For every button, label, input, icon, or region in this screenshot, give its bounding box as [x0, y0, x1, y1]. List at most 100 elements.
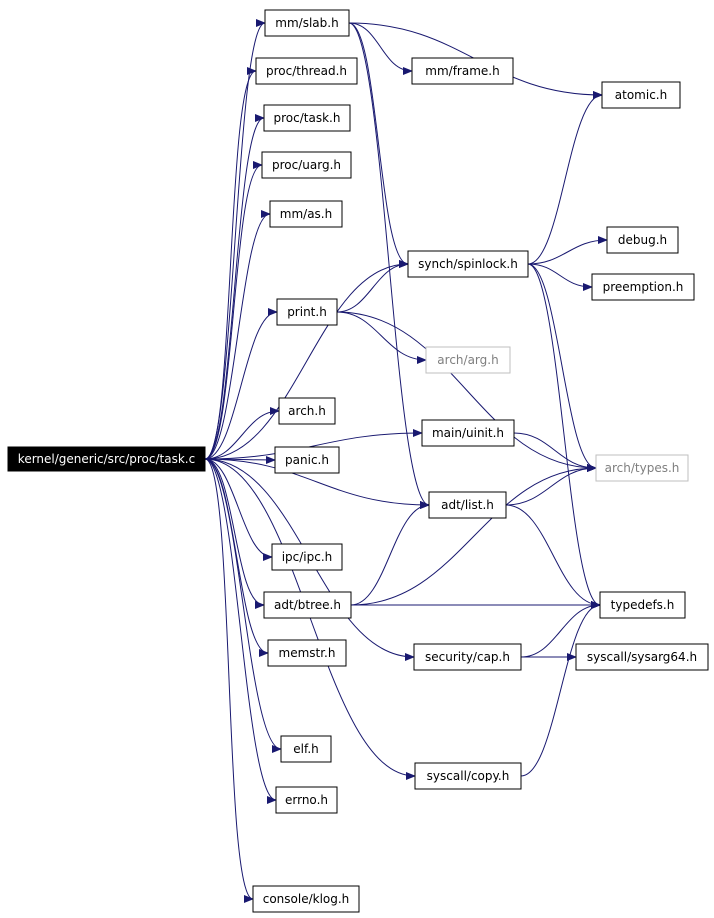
node-uinit[interactable]: main/uinit.h [421, 419, 515, 447]
node-klog[interactable]: console/klog.h [252, 885, 360, 913]
node-box-sysarg64 [575, 643, 709, 671]
node-label-spinlock: synch/spinlock.h [418, 257, 518, 271]
node-errno[interactable]: errno.h [275, 786, 338, 814]
node-box-panic [274, 446, 340, 474]
node-thread[interactable]: proc/thread.h [255, 57, 358, 85]
node-ipc[interactable]: ipc/ipc.h [271, 543, 343, 571]
node-slab[interactable]: mm/slab.h [264, 9, 350, 37]
node-box-spinlock [407, 250, 529, 278]
node-box-root [7, 446, 206, 472]
node-box-errno [275, 786, 338, 814]
edge-root-to-arch [204, 407, 280, 460]
node-as[interactable]: mm/as.h [269, 200, 343, 228]
edge-cap-to-typedefs [520, 601, 601, 658]
node-elf[interactable]: elf.h [280, 735, 332, 763]
node-label-errno: errno.h [285, 793, 328, 807]
node-box-copy [414, 762, 522, 790]
edge-print-to-spinlock [336, 260, 409, 313]
nodes-layer: kernel/generic/src/proc/task.c mm/slab.h p… [7, 9, 709, 913]
node-label-arch: arch.h [288, 404, 326, 418]
node-label-thread: proc/thread.h [266, 64, 347, 78]
node-label-print: print.h [287, 305, 327, 319]
node-box-klog [252, 885, 360, 913]
node-cap[interactable]: security/cap.h [413, 643, 522, 671]
node-argh[interactable]: arch/arg.h [425, 346, 511, 374]
node-spinlock[interactable]: synch/spinlock.h [407, 250, 529, 278]
node-box-elf [280, 735, 332, 763]
node-copy[interactable]: syscall/copy.h [414, 762, 522, 790]
node-label-ipc: ipc/ipc.h [282, 550, 333, 564]
node-typedefs[interactable]: typedefs.h [599, 591, 686, 619]
node-label-debug: debug.h [618, 233, 667, 247]
node-label-frame: mm/frame.h [425, 64, 499, 78]
node-panic[interactable]: panic.h [274, 446, 340, 474]
node-box-thread [255, 57, 358, 85]
node-box-list [428, 491, 507, 519]
node-box-debug [606, 226, 679, 254]
node-box-argh [425, 346, 511, 374]
edge-root-to-slab [204, 19, 266, 460]
node-box-as [269, 200, 343, 228]
node-box-types [595, 454, 689, 482]
node-box-uarg [261, 151, 352, 179]
node-memstr[interactable]: memstr.h [267, 639, 347, 667]
edge-root-to-list [204, 458, 430, 509]
node-sysarg64[interactable]: syscall/sysarg64.h [575, 643, 709, 671]
node-label-types: arch/types.h [605, 461, 680, 475]
edge-root-to-uarg [204, 161, 263, 460]
node-box-arch [278, 397, 336, 425]
node-label-typedefs: typedefs.h [611, 598, 675, 612]
node-label-slab: mm/slab.h [275, 16, 338, 30]
edge-spinlock-to-atomic [527, 91, 603, 265]
edge-slab-to-frame [348, 22, 413, 75]
edge-slab-to-spinlock [348, 22, 409, 268]
edge-root-to-elf [204, 458, 282, 753]
edge-root-to-memstr [204, 458, 269, 657]
node-box-preemption [591, 273, 695, 301]
node-debug[interactable]: debug.h [606, 226, 679, 254]
edge-root-to-print [204, 308, 278, 460]
node-label-atomic: atomic.h [615, 88, 667, 102]
node-label-task: proc/task.h [274, 111, 341, 125]
edge-print-to-types [336, 311, 597, 472]
node-box-btree [263, 591, 352, 619]
node-types[interactable]: arch/types.h [595, 454, 689, 482]
edge-list-to-types [505, 464, 597, 506]
node-label-klog: console/klog.h [263, 892, 350, 906]
edge-uinit-to-types [513, 432, 597, 472]
node-label-elf: elf.h [293, 742, 319, 756]
edge-btree-to-types [350, 464, 597, 606]
edge-root-to-btree [204, 458, 265, 609]
node-label-copy: syscall/copy.h [427, 769, 510, 783]
node-label-btree: adt/btree.h [274, 598, 341, 612]
node-list[interactable]: adt/list.h [428, 491, 507, 519]
node-print[interactable]: print.h [276, 298, 338, 326]
node-arch[interactable]: arch.h [278, 397, 336, 425]
node-box-uinit [421, 419, 515, 447]
edge-copy-to-typedefs [520, 601, 601, 777]
edge-root-to-task [204, 114, 265, 460]
node-label-sysarg64: syscall/sysarg64.h [587, 650, 697, 664]
node-label-cap: security/cap.h [425, 650, 510, 664]
edge-root-to-ipc [204, 458, 273, 561]
node-label-preemption: preemption.h [603, 280, 684, 294]
node-preemption[interactable]: preemption.h [591, 273, 695, 301]
edge-root-to-thread [204, 67, 257, 460]
edge-btree-to-list [350, 501, 430, 606]
edge-spinlock-to-debug [527, 236, 608, 265]
node-box-memstr [267, 639, 347, 667]
edge-root-to-spinlock [204, 260, 409, 460]
edge-root-to-as [204, 210, 271, 460]
node-root[interactable]: kernel/generic/src/proc/task.c [7, 446, 206, 472]
edge-root-to-uinit [204, 429, 423, 460]
node-atomic[interactable]: atomic.h [601, 81, 681, 109]
node-box-cap [413, 643, 522, 671]
node-uarg[interactable]: proc/uarg.h [261, 151, 352, 179]
edge-list-to-typedefs [505, 504, 601, 609]
node-task[interactable]: proc/task.h [263, 104, 351, 132]
node-btree[interactable]: adt/btree.h [263, 591, 352, 619]
edge-root-to-errno [204, 458, 277, 804]
node-label-list: adt/list.h [441, 498, 494, 512]
node-frame[interactable]: mm/frame.h [411, 57, 514, 85]
